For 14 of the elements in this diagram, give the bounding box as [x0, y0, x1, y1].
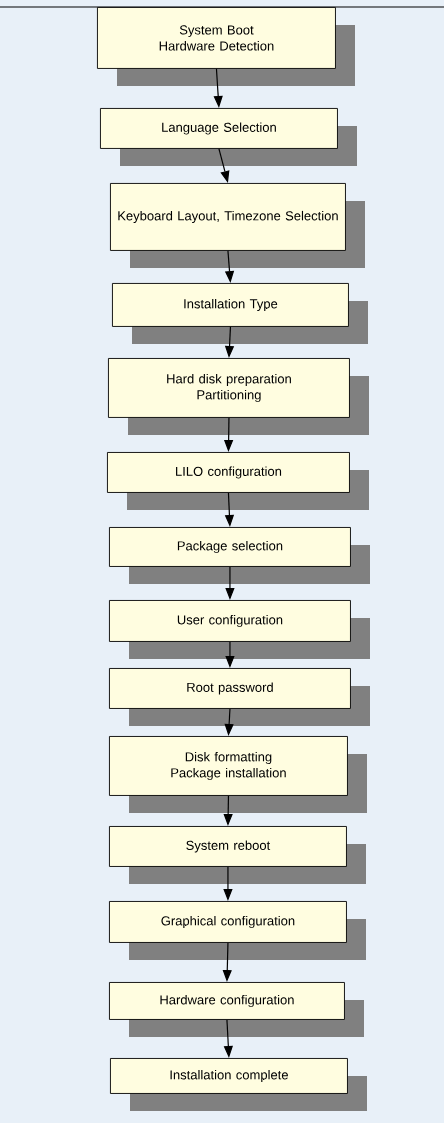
- process-box: System Boot Hardware Detection: [97, 7, 336, 69]
- process-box: Language Selection: [100, 108, 338, 149]
- process-box: Installation complete: [110, 1058, 348, 1094]
- process-box: Root password: [109, 668, 351, 709]
- process-box: Hard disk preparation Partitioning: [108, 358, 350, 418]
- process-box: Graphical configuration: [109, 901, 347, 943]
- process-box: Package selection: [109, 527, 351, 567]
- process-box: User configuration: [109, 600, 351, 642]
- process-box: Disk formatting Package installation: [109, 736, 348, 796]
- process-box: Installation Type: [112, 283, 349, 327]
- process-box: Keyboard Layout, Timezone Selection: [110, 183, 346, 251]
- process-box: Hardware configuration: [109, 982, 345, 1020]
- process-box: LILO configuration: [107, 452, 350, 493]
- process-box: System reboot: [109, 826, 347, 867]
